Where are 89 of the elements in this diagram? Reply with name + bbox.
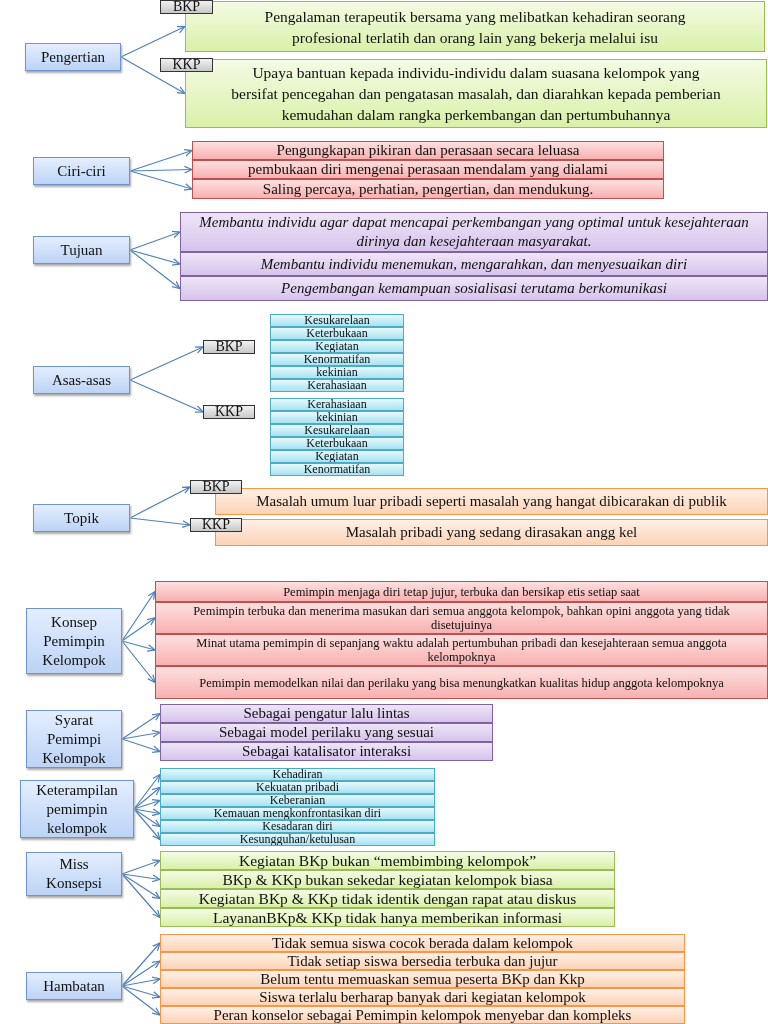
arrow: [129, 230, 181, 251]
item-box: Sebagai pengatur lalu lintas: [160, 704, 493, 723]
item-box: Peran konselor sebagai Pemimpin kelompok menyebar dan kompleks: [160, 1006, 685, 1024]
item-box: Sebagai model perilaku yang sesuai: [160, 723, 493, 742]
category-box: Keterampilan pemimpin kelompok: [20, 780, 134, 838]
item-box: Kegiatan: [270, 450, 404, 463]
arrow: [133, 808, 161, 841]
arrow: [121, 640, 156, 684]
item-box: pembukaan diri mengenai perasaan mendalam yang dialami: [192, 160, 664, 179]
arrow: [121, 873, 161, 919]
item-box: Kerahasiaan: [270, 379, 404, 392]
arrow: [133, 786, 161, 810]
tag-label: KKP: [203, 405, 255, 419]
item-box: Kegiatan: [270, 340, 404, 353]
tag-label: BKP: [203, 340, 255, 354]
item-box: Kesukarelaan: [270, 314, 404, 327]
arrow: [121, 738, 161, 753]
arrow: [129, 517, 191, 529]
category-box: Ciri-ciri: [33, 157, 130, 185]
arrow: [121, 985, 161, 1016]
item-box: Belum tentu memuaskan semua peserta BKp dan Kkp: [160, 970, 685, 988]
arrow: [120, 56, 186, 95]
arrow: [129, 249, 181, 290]
arrow: [129, 170, 193, 191]
item-box: LayananBKp& KKp tidak hanya memberikan informasi: [160, 908, 615, 927]
arrow: [129, 379, 204, 413]
tag-label: KKP: [160, 58, 213, 72]
item-box: Kenormatifan: [270, 353, 404, 366]
item-box: Membantu individu agar dapat mencapai perkembangan yang optimal untuk kesejahteraan dirinya dan kesejahteraan masyarakat.: [180, 212, 768, 252]
category-box: Asas-asas: [33, 366, 130, 394]
category-box: Pengertian: [25, 43, 121, 71]
item-box: Kehadiran: [160, 768, 435, 781]
item-box: Sebagai katalisator interaksi: [160, 742, 493, 761]
arrow: [129, 486, 191, 519]
item-box: Keterbukaan: [270, 437, 404, 450]
item-box: Keberanian: [160, 794, 435, 807]
arrow: [133, 773, 161, 810]
category-box: Syarat Pemimpi Kelompok: [26, 710, 122, 768]
tag-label: BKP: [190, 480, 242, 494]
item-box: Kesungguhan/ketulusan: [160, 833, 435, 846]
arrow: [121, 590, 156, 642]
tag-label: BKP: [160, 0, 213, 14]
item-box: Kekuatan pribadi: [160, 781, 435, 794]
item-box: Kegiatan BKp & KKp tidak identik dengan rapat atau diskus: [160, 889, 615, 908]
arrow: [129, 165, 193, 174]
item-box: Kemauan mengkonfrontasikan diri: [160, 807, 435, 820]
item-box: Saling percaya, perhatian, pengertian, dan mendukung.: [192, 179, 664, 199]
item-box: kekinian: [270, 411, 404, 424]
item-box: Siswa terlalu berharap banyak dari kegiatan kelompok: [160, 988, 685, 1006]
item-box: Pengembangan kemampuan sosialisasi terutama berkomunikasi: [180, 276, 768, 301]
item-box: BKp & KKp bukan sekedar kegiatan kelompok biasa: [160, 870, 615, 889]
item-box: Minat utama pemimpin di sepanjang waktu adalah pertumbuhan pribadi dan kesejahteraan semua anggota kelompoknya: [155, 634, 768, 666]
item-box: Kenormatifan: [270, 463, 404, 476]
category-box: Konsep Pemimpin Kelompok: [26, 608, 122, 674]
arrow: [129, 249, 181, 266]
arrow: [121, 640, 156, 652]
item-box: Membantu individu menemukan, mengarahkan, dan menyesuaikan diri: [180, 252, 768, 276]
item-box: Tidak setiap siswa bersedia terbuka dan jujur: [160, 952, 685, 970]
category-box: Tujuan: [33, 236, 130, 264]
arrow: [120, 25, 186, 58]
arrow: [121, 873, 161, 883]
item-box: Keterbukaan: [270, 327, 404, 340]
arrow: [133, 799, 161, 810]
item-box: Kerahasiaan: [270, 398, 404, 411]
arrow: [133, 808, 161, 828]
arrow: [121, 729, 161, 740]
item-box: Pemimpin menjaga diri tetap jujur, terbuka dan bersikap etis setiap saat: [155, 581, 768, 602]
tag-label: KKP: [190, 518, 242, 532]
item-box: kekinian: [270, 366, 404, 379]
arrow: [121, 985, 161, 999]
arrow: [121, 976, 161, 987]
item-box: Pemimpin terbuka dan menerima masukan dari semua anggota kelompok, bahkan opini anggota yang tidak disetujuinya: [155, 602, 768, 634]
arrow: [121, 942, 161, 987]
arrow: [133, 808, 161, 817]
arrow: [121, 617, 156, 642]
item-box: Kesukarelaan: [270, 424, 404, 437]
item-box: Pemimpin memodelkan nilai dan perilaku yang bisa menungkatkan kualitas hidup anggota kelompoknya: [155, 666, 768, 699]
category-box: Topik: [33, 504, 130, 532]
item-box: Pengungkapan pikiran dan perasaan secara leluasa: [192, 141, 664, 160]
arrow: [121, 960, 161, 987]
arrow: [129, 346, 204, 381]
item-box: Kesadaran diri: [160, 820, 435, 833]
category-box: Miss Konsepsi: [26, 852, 122, 896]
arrow: [121, 873, 161, 900]
arrow: [121, 859, 161, 875]
arrow: [121, 712, 161, 740]
item-box: Tidak semua siswa cocok berada dalam kelompok: [160, 934, 685, 952]
category-box: Hambatan: [26, 972, 122, 1000]
item-box: Kegiatan BKp bukan “membimbing kelompok”: [160, 851, 615, 870]
